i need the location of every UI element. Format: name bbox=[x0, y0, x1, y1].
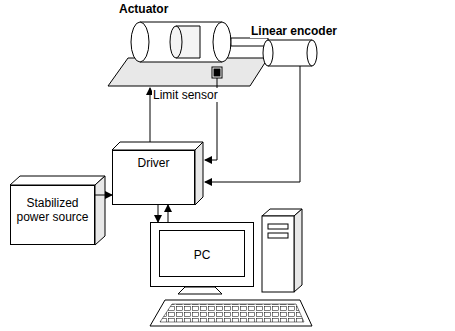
part-label: Actuator bbox=[118, 2, 169, 16]
pc-monitor: PC bbox=[150, 222, 254, 287]
signal-arrow bbox=[158, 205, 159, 222]
part-label: Linear encoder bbox=[250, 24, 338, 38]
node-text: PC bbox=[194, 248, 211, 262]
signal-arrow bbox=[168, 205, 169, 222]
power-source-box: Stabilized power source bbox=[10, 185, 95, 245]
part-label: Limit sensor bbox=[152, 88, 219, 102]
node-text: Stabilized power source bbox=[11, 196, 94, 224]
node-text: Driver bbox=[138, 156, 170, 170]
signal-arrow bbox=[95, 195, 112, 196]
box-3d-faces bbox=[10, 142, 312, 326]
driver-box: Driver bbox=[112, 150, 195, 205]
